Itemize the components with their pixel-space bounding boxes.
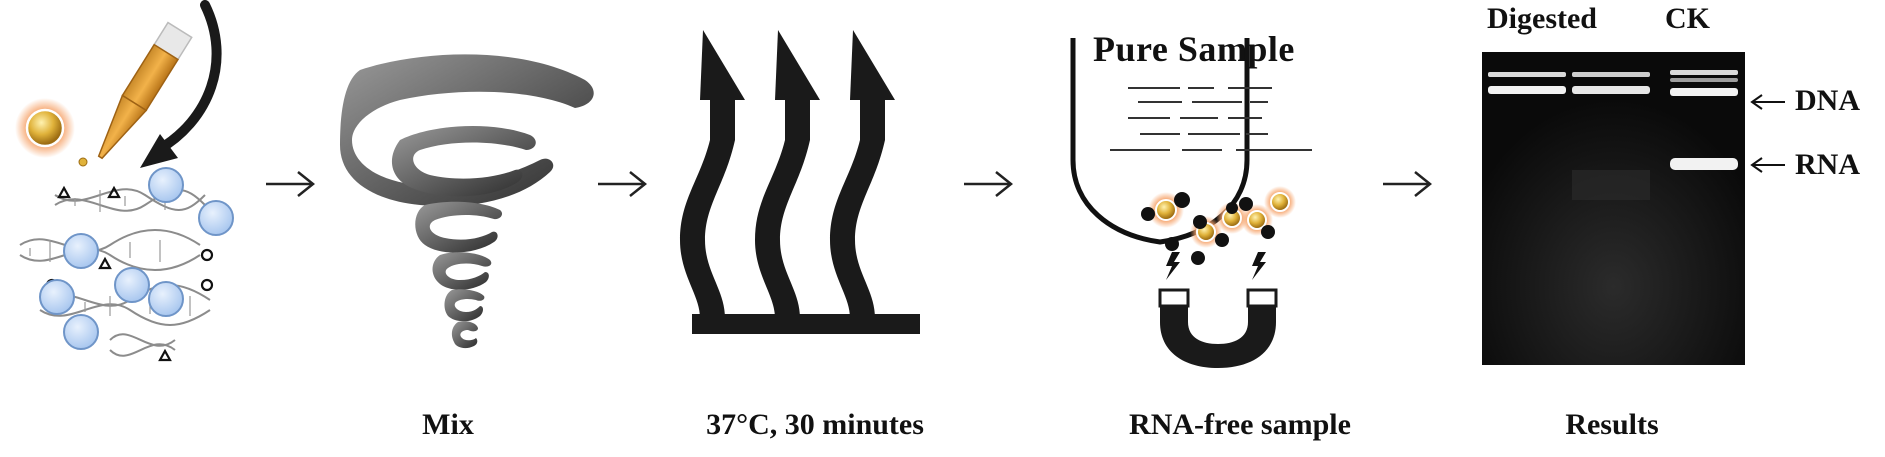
tube-outline	[1070, 38, 1250, 245]
sample-mixture-illustration	[15, 0, 234, 362]
lane-ck	[1670, 70, 1738, 170]
gel-image	[1482, 52, 1785, 365]
gold-nanoparticle	[15, 98, 75, 158]
heat-wave-1	[680, 30, 745, 318]
tube-title: Pure Sample	[1093, 29, 1295, 69]
magnetic-force-bolts	[1166, 252, 1266, 280]
caption-mix: Mix	[422, 408, 474, 441]
dna-strands	[19, 188, 211, 357]
nucleic-acid-lines	[1110, 87, 1312, 151]
step-arrow-4	[1383, 171, 1433, 197]
caption-incubate: 37°C, 30 minutes	[706, 408, 924, 441]
band-label-dna: DNA	[1795, 84, 1860, 117]
pipette-tube-icon	[97, 21, 193, 160]
band-label-rna: RNA	[1795, 148, 1860, 181]
caption-results: Results	[1565, 408, 1659, 441]
separation-tube-illustration	[1070, 38, 1312, 368]
band-pointer-arrows	[1750, 94, 1785, 173]
caption-rna-free: RNA-free sample	[1129, 408, 1351, 441]
lane-label-digested: Digested	[1487, 2, 1597, 35]
rna-band	[1670, 158, 1738, 170]
blue-beads	[39, 167, 234, 350]
lane-label-ck: CK	[1665, 2, 1710, 35]
heat-icon	[680, 30, 920, 334]
step-arrow-1	[266, 171, 316, 197]
magnet-icon	[1158, 288, 1278, 368]
vortex-mix-icon	[340, 54, 594, 349]
step-arrow-2	[598, 171, 648, 197]
heat-wave-2	[755, 30, 820, 318]
step-arrows	[266, 171, 1433, 197]
heat-wave-3	[830, 30, 895, 318]
step-arrow-3	[964, 171, 1014, 197]
captured-particles	[1141, 186, 1296, 265]
heat-base-bar	[692, 314, 920, 334]
pour-arrow-icon	[140, 0, 225, 168]
lane-digested-1	[1488, 72, 1650, 200]
